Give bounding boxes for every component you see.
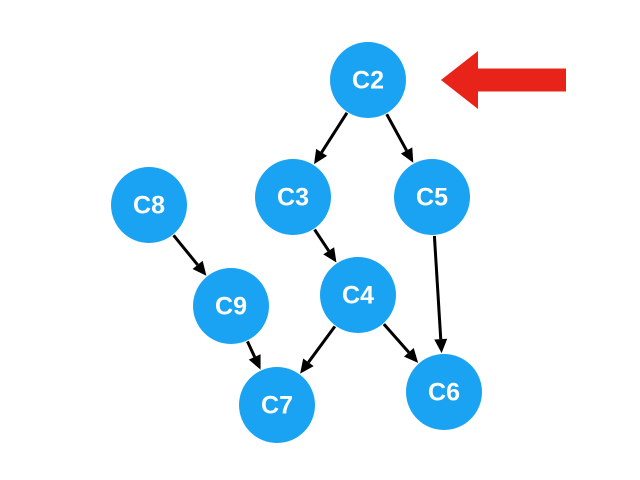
arrowhead-C4-C7 — [300, 358, 314, 374]
node-label-C4: C4 — [342, 282, 374, 310]
red-pointer-arrow — [441, 51, 566, 109]
node-label-C3: C3 — [277, 184, 309, 212]
arrowhead-C5-C6 — [434, 338, 448, 354]
node-label-C8: C8 — [133, 192, 165, 220]
graph-edges — [172, 112, 448, 374]
node-C9 — [193, 268, 269, 344]
node-C8 — [111, 167, 187, 243]
node-label-C2: C2 — [352, 67, 384, 95]
edge-C9-C7 — [246, 340, 257, 358]
node-C5 — [394, 159, 470, 235]
arrowhead-C9-C7 — [248, 354, 261, 370]
node-label-C9: C9 — [215, 293, 247, 321]
node-C7 — [239, 367, 315, 443]
edge-C8-C9 — [172, 234, 199, 266]
edge-C4-C7 — [307, 325, 337, 364]
edge-C4-C6 — [382, 323, 410, 354]
edge-C5-C6 — [432, 235, 443, 340]
node-C3 — [255, 159, 331, 235]
arrowhead-C2-C3 — [314, 148, 328, 165]
annotation-layer — [441, 51, 566, 109]
edge-C2-C3 — [320, 112, 349, 154]
node-C2 — [330, 42, 406, 118]
node-C6 — [406, 354, 482, 430]
arrowhead-C2-C5 — [400, 147, 414, 163]
edge-C3-C4 — [313, 228, 330, 252]
node-label-C6: C6 — [428, 379, 460, 407]
edge-C2-C5 — [385, 113, 408, 152]
node-label-C5: C5 — [416, 184, 448, 212]
arrowhead-C4-C6 — [403, 348, 419, 363]
arrowhead-C8-C9 — [192, 260, 207, 276]
node-label-C7: C7 — [261, 392, 293, 420]
node-C4 — [320, 257, 396, 333]
arrowhead-C3-C4 — [323, 247, 337, 263]
